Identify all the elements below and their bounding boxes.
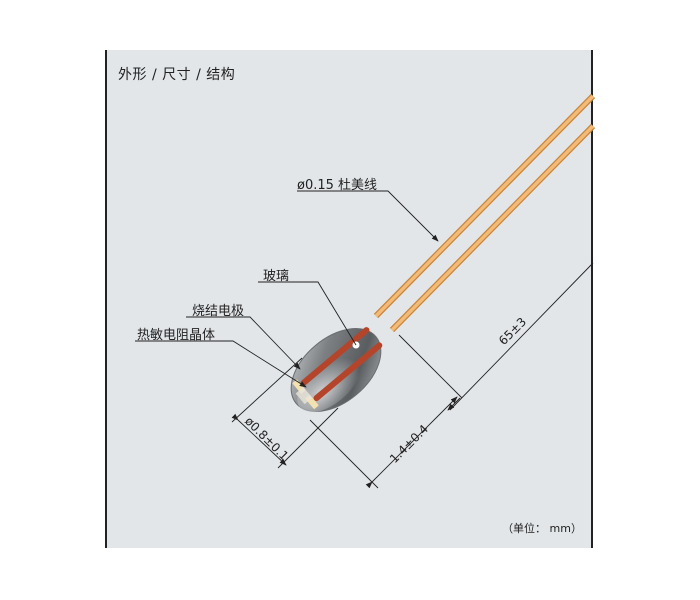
glass-bead <box>290 327 383 413</box>
diagram-panel <box>105 50 593 548</box>
glass-callout-label: 玻璃 <box>263 269 290 284</box>
leader-lines <box>135 190 439 388</box>
unit-note: （单位： mm） <box>502 522 582 535</box>
diagram-title: 外形 / 尺寸 / 结构 <box>118 67 236 83</box>
dimension-lines <box>231 262 594 489</box>
electrode-callout-label: 烧结电极 <box>192 304 245 319</box>
wire-callout-label: ø0.15 杜美线 <box>297 178 378 193</box>
chip-callout-label: 热敏电阻晶体 <box>137 328 216 343</box>
lead-wires <box>373 93 596 333</box>
